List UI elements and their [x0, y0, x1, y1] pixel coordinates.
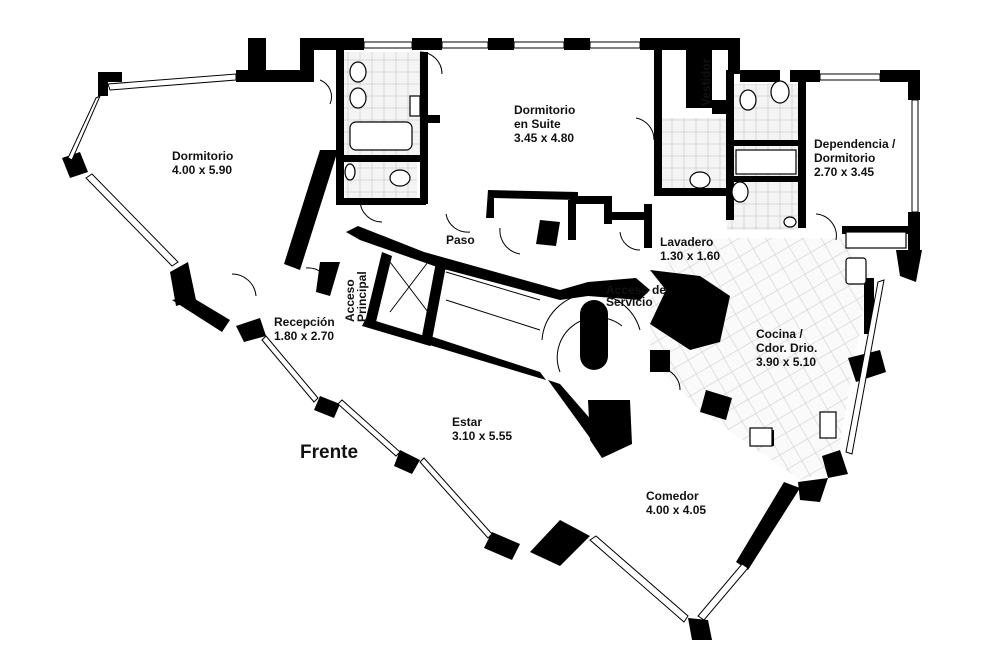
- label-comedor: Comedor 4.00 x 4.05: [646, 489, 706, 517]
- label-recepcion: Recepción 1.80 x 2.70: [274, 315, 338, 343]
- label-paso: Paso: [446, 233, 475, 247]
- walls: [62, 38, 922, 640]
- label-frente: Frente: [300, 442, 358, 463]
- label-dormitorio: Dormitorio 4.00 x 5.90: [172, 149, 237, 177]
- room-labels: Dormitorio 4.00 x 5.90 Dormitorio en Sui…: [172, 58, 899, 517]
- label-acceso-servicio: Acceso de Servicio: [606, 283, 669, 309]
- label-cocina: Cocina / Cdor. Drio. 3.90 x 5.10: [756, 327, 821, 369]
- label-lavadero: Lavadero 1.30 x 1.60: [660, 235, 720, 263]
- label-estar: Estar 3.10 x 5.55: [452, 415, 512, 443]
- label-acceso-principal: Acceso Principal: [343, 271, 369, 322]
- label-vestidor: Vestidor: [699, 58, 713, 106]
- label-dependencia: Dependencia / Dormitorio 2.70 x 3.45: [814, 137, 899, 179]
- label-dormitorio-en-suite: Dormitorio en Suite 3.45 x 4.80: [514, 103, 579, 145]
- fixtures: [231, 51, 907, 447]
- windows: [67, 41, 919, 623]
